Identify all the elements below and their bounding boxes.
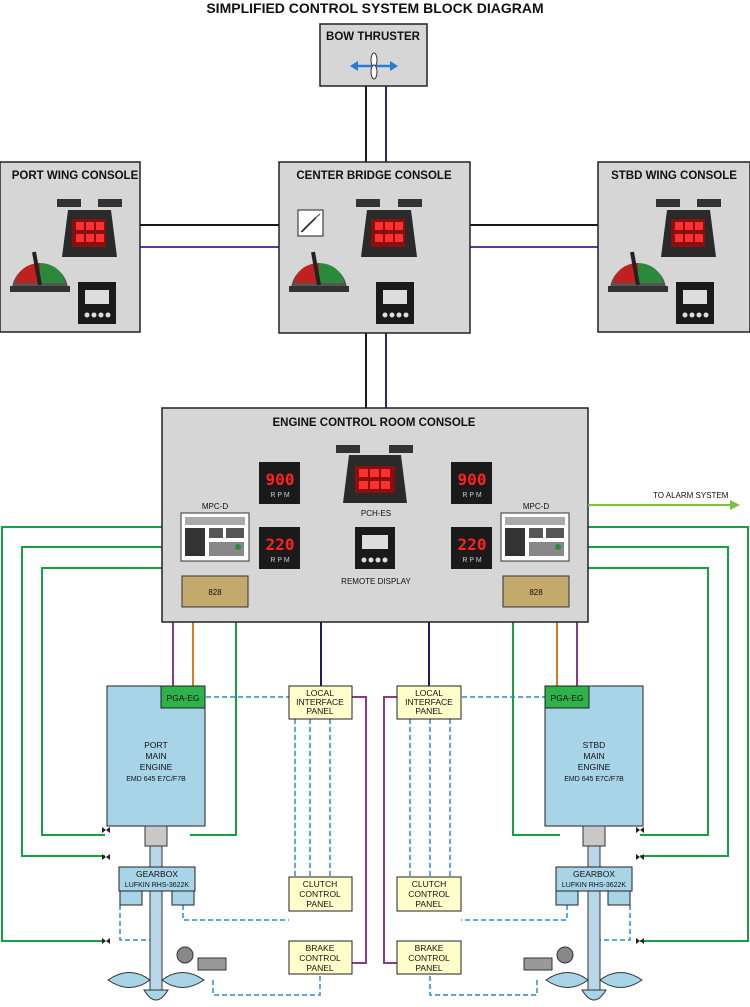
mpc-left-label: MPC-D — [202, 502, 228, 511]
port-clutch-control-panel: CLUTCH CONTROL PANEL — [288, 876, 353, 912]
port-local-interface-panel: LOCAL INTERFACE PANEL — [288, 685, 353, 720]
pch-control-head-icon — [336, 445, 413, 503]
panel-text: CONTROL — [299, 889, 341, 899]
rpm-top-right-value: 900 — [458, 470, 487, 489]
rudder-indicator-icon — [297, 209, 324, 237]
display-unit-icon — [376, 282, 414, 324]
display-unit-icon — [78, 282, 116, 324]
remote-display-icon — [355, 527, 395, 569]
mpc-right-label: MPC-D — [523, 502, 549, 511]
rpm-unit: R P M — [462, 492, 481, 499]
bow-thruster-label: BOW THRUSTER — [326, 31, 421, 43]
stbd-engine-model: EMD 645 E7C/F7B — [564, 776, 624, 783]
rpm-unit: R P M — [270, 492, 289, 499]
stbd-pga-label: PGA-EG — [550, 693, 583, 703]
pch-label: PCH-ES — [361, 509, 391, 518]
mpc-panel-icon — [180, 512, 250, 562]
engine-wiring — [1, 526, 749, 996]
thruster-lever-icon — [289, 251, 349, 292]
stbd-engine-line2: MAIN — [583, 751, 604, 761]
engine-control-room-console: ENGINE CONTROL ROOM CONSOLE MPC-D MPC-D — [161, 407, 589, 623]
port-pga-label: PGA-EG — [166, 693, 199, 703]
panel-text: CONTROL — [408, 953, 450, 963]
port-shaft-assembly: GEARBOX LUFKIN RHS-3622K — [102, 825, 227, 1001]
stbd-shaft-assembly: GEARBOX LUFKIN RHS-3622K — [523, 825, 644, 1001]
ecr-label: ENGINE CONTROL ROOM CONSOLE — [273, 417, 476, 429]
center-bridge-label: CENTER BRIDGE CONSOLE — [296, 170, 452, 182]
tachometer-bottom-right: 220 R P M — [451, 527, 492, 569]
stbd-engine-line3: ENGINE — [578, 762, 611, 772]
remote-display-label: REMOTE DISPLAY — [341, 577, 411, 586]
rpm-unit: R P M — [462, 557, 481, 564]
stbd-local-interface-panel: LOCAL INTERFACE PANEL — [396, 685, 462, 720]
tachometer-top-right: 900 R P M — [451, 462, 492, 504]
panel-text: LOCAL — [306, 688, 334, 698]
mpc-panel-icon — [500, 512, 570, 562]
rpm-unit: R P M — [270, 557, 289, 564]
panel-text: LOCAL — [415, 688, 443, 698]
port-engine-line1: PORT — [144, 740, 167, 750]
thruster-lever-icon — [608, 251, 668, 292]
port-gearbox-line2: LUFKIN RHS-3622K — [125, 882, 190, 889]
bow-thruster-box: BOW THRUSTER — [319, 23, 428, 87]
panel-text: CLUTCH — [412, 879, 446, 889]
panel-text: PANEL — [415, 963, 443, 973]
stbd-gearbox-line1: GEARBOX — [573, 869, 615, 879]
panel-text: PANEL — [306, 706, 334, 716]
thruster-lever-icon — [10, 251, 70, 292]
stbd-engine-line1: STBD — [583, 740, 606, 750]
alarm-arrow: TO ALARM SYSTEM — [588, 491, 740, 510]
panel-text: PANEL — [415, 899, 443, 909]
diagram-title: SIMPLIFIED CONTROL SYSTEM BLOCK DIAGRAM — [206, 0, 543, 16]
panel-text: INTERFACE — [296, 697, 344, 707]
propeller-arrow-icon — [350, 52, 398, 80]
stbd-wing-label: STBD WING CONSOLE — [611, 170, 737, 182]
port-wing-label: PORT WING CONSOLE — [12, 170, 139, 182]
tachometer-bottom-left: 220 R P M — [259, 527, 300, 569]
rpm-top-left-value: 900 — [266, 470, 295, 489]
panel-text: BRAKE — [306, 943, 335, 953]
box-828-left: 828 — [208, 588, 222, 597]
bridge-connection-lines — [140, 86, 598, 408]
center-bridge-console: CENTER BRIDGE CONSOLE — [278, 161, 471, 334]
port-main-engine: PGA-EG PORT MAIN ENGINE EMD 645 E7C/F7B — [106, 685, 206, 827]
display-unit-icon — [676, 282, 714, 324]
port-engine-model: EMD 645 E7C/F7B — [126, 776, 186, 783]
control-head-icon — [57, 199, 122, 257]
rpm-bot-left-value: 220 — [266, 535, 295, 554]
panel-text: PANEL — [306, 963, 334, 973]
port-engine-line3: ENGINE — [140, 762, 173, 772]
box-828-right: 828 — [529, 588, 543, 597]
stbd-brake-control-panel: BRAKE CONTROL PANEL — [396, 940, 462, 975]
control-head-icon — [356, 199, 422, 257]
panel-text: INTERFACE — [405, 697, 453, 707]
tachometer-top-left: 900 R P M — [259, 462, 300, 504]
control-head-icon — [656, 199, 721, 257]
panel-text: CONTROL — [299, 953, 341, 963]
panel-text: PANEL — [415, 706, 443, 716]
port-engine-line2: MAIN — [145, 751, 166, 761]
port-brake-control-panel: BRAKE CONTROL PANEL — [288, 940, 353, 975]
panel-text: BRAKE — [415, 943, 444, 953]
stbd-clutch-control-panel: CLUTCH CONTROL PANEL — [396, 876, 462, 912]
stbd-wing-console: STBD WING CONSOLE — [597, 161, 750, 333]
panel-text: PANEL — [306, 899, 334, 909]
panel-text: CLUTCH — [303, 879, 337, 889]
port-gearbox-line1: GEARBOX — [136, 869, 178, 879]
stbd-gearbox-line2: LUFKIN RHS-3622K — [562, 882, 627, 889]
stbd-main-engine: PGA-EG STBD MAIN ENGINE EMD 645 E7C/F7B — [544, 685, 644, 827]
panel-text: CONTROL — [408, 889, 450, 899]
rpm-bot-right-value: 220 — [458, 535, 487, 554]
port-wing-console: PORT WING CONSOLE — [0, 161, 141, 333]
alarm-label: TO ALARM SYSTEM — [653, 491, 729, 500]
